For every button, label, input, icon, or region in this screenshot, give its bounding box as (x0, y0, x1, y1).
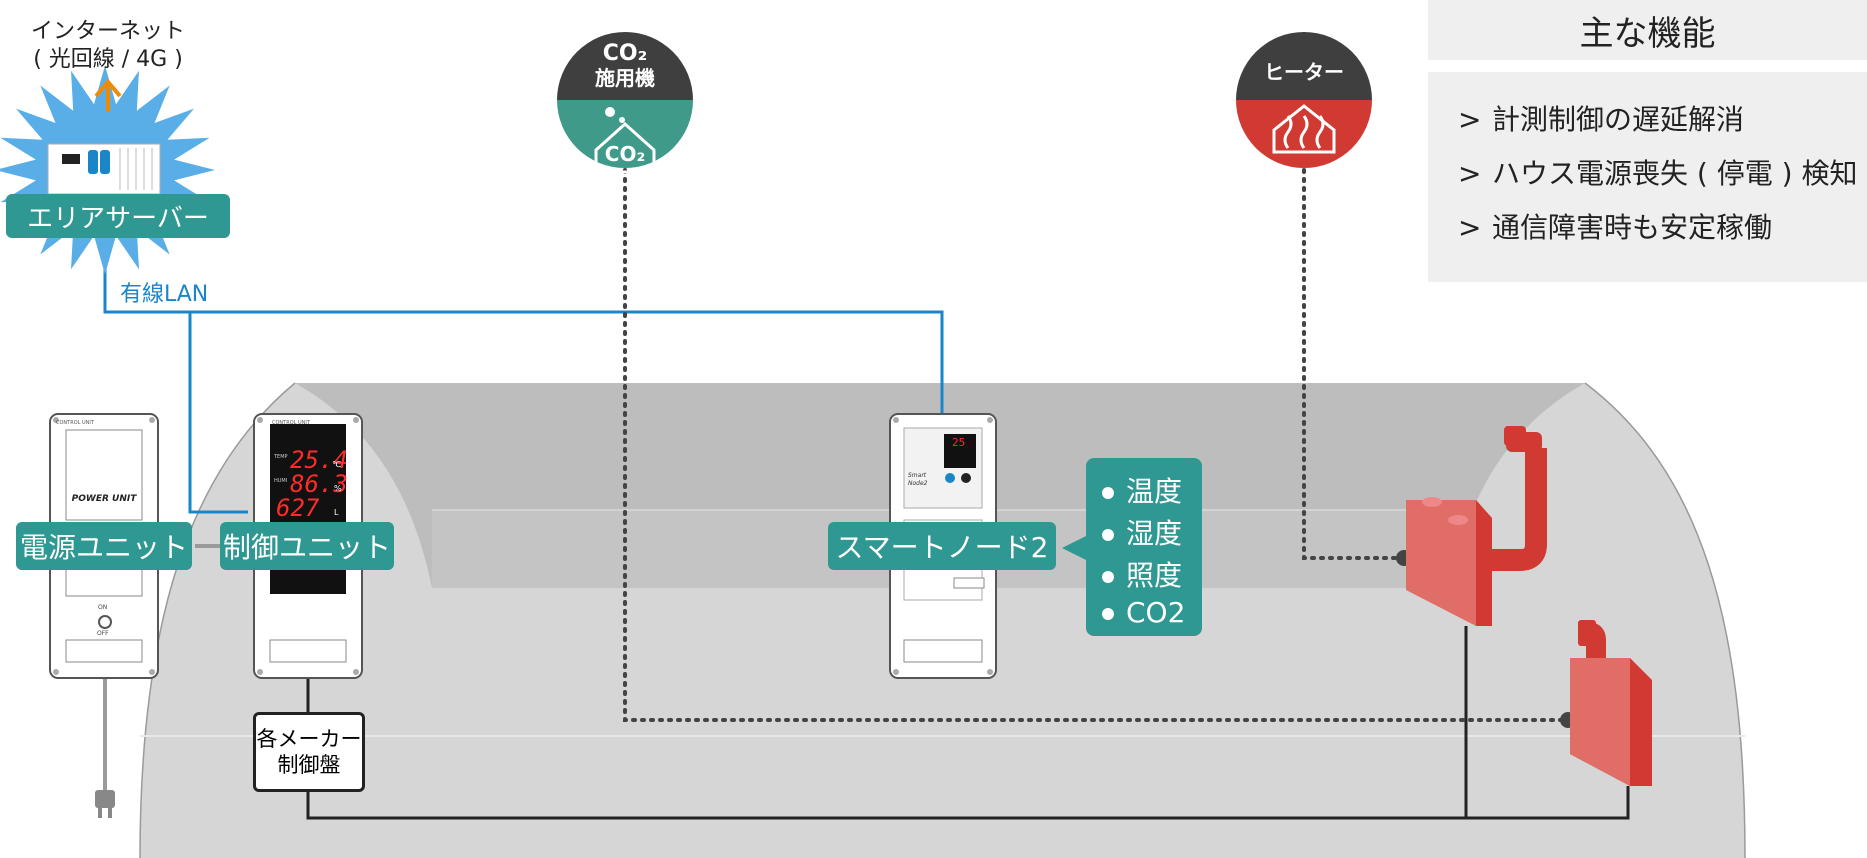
bullet-icon (1102, 608, 1114, 620)
control-temp-readout: 25.4 (290, 446, 348, 474)
control-co2-unit: L (334, 508, 339, 517)
smart-node-label: スマートノード2 (835, 531, 1049, 564)
feature-item: > 計測制御の遅延解消 (1458, 98, 1744, 138)
control-temp-label: TEMP (274, 454, 288, 460)
maker-panel-line1: 各メーカー (256, 727, 362, 751)
feature-text: ハウス電源喪失 ( 停電 ) 検知 (1492, 157, 1858, 190)
measurement-item: 湿度 (1102, 512, 1182, 552)
measurement-label: 湿度 (1126, 517, 1183, 550)
bullet-icon (1102, 571, 1114, 583)
internet-label-line1: インターネット (30, 19, 185, 44)
co2-badge-line1: CO₂ (602, 41, 648, 66)
power-unit-header: CONTROL UNIT (56, 420, 94, 426)
lan-wiring (103, 268, 944, 514)
heater-large (1406, 426, 1547, 626)
feature-text: 計測制御の遅延解消 (1492, 103, 1745, 136)
measurement-item: 温度 (1102, 470, 1182, 510)
control-wiring (306, 626, 1630, 820)
power-on-label: ON (98, 604, 108, 611)
measurement-item: CO2 (1102, 596, 1185, 629)
bullet-icon (1102, 487, 1114, 499)
co2-device-badge (557, 32, 693, 174)
chevron-right-icon: > (1458, 157, 1482, 190)
internet-label: インターネット ( 光回線 / 4G ) (28, 18, 188, 74)
power-unit-face-text: POWER UNIT (71, 494, 137, 504)
internet-arrow (94, 78, 122, 112)
measurement-label: CO2 (1126, 596, 1186, 629)
power-unit-tag: 電源ユニット (16, 522, 192, 570)
heater-small (1570, 620, 1652, 786)
chevron-right-icon: > (1458, 103, 1482, 136)
feature-item: > 通信障害時も安定稼働 (1458, 206, 1772, 246)
measurement-callout-pointer (1062, 536, 1086, 560)
heater-badge-title: ヒーター (1264, 60, 1344, 84)
control-humid-label: HUMI (274, 478, 288, 484)
dotted-links (623, 168, 1564, 722)
control-unit-header: CONTROL UNIT (272, 420, 310, 426)
co2-badge-line2: 施用機 (595, 66, 655, 90)
smart-node-readout: 25 (952, 436, 966, 449)
power-off-label: OFF (97, 630, 109, 637)
feature-item: > ハウス電源喪失 ( 停電 ) 検知 (1458, 152, 1857, 192)
feature-panel: > 計測制御の遅延解消 > ハウス電源喪失 ( 停電 ) 検知 > 通信障害時も安定稼… (1428, 72, 1867, 282)
co2-icon-text: CO₂ (604, 142, 646, 166)
co2-badge-title: CO₂ 施用機 (575, 41, 675, 91)
feature-panel-title: 主な機能 (1428, 0, 1867, 60)
control-humid-readout: 86.3 (290, 470, 348, 498)
control-temp-unit: ℃ (332, 460, 341, 469)
maker-panel-line2: 制御盤 (277, 753, 341, 777)
internet-label-line2: ( 光回線 / 4G ) (33, 47, 183, 72)
heater-badge (1236, 32, 1372, 168)
lan-label: 有線LAN (120, 282, 209, 307)
control-unit-label: 制御ユニット (222, 531, 391, 564)
area-server-tag: エリアサーバー (6, 194, 230, 238)
maker-control-panel: 各メーカー 制御盤 (253, 712, 365, 792)
measurement-label: 照度 (1126, 559, 1183, 592)
control-unit-tag: 制御ユニット (220, 522, 394, 570)
measurement-label: 温度 (1126, 475, 1183, 508)
measurement-list: 温度 湿度 照度 CO2 (1086, 458, 1202, 636)
smart-node-tag: スマートノード2 (828, 522, 1056, 570)
smart-node-brand: Smart Node2 (908, 472, 928, 487)
control-co2-readout: 627 (276, 494, 320, 522)
feature-text: 通信障害時も安定稼働 (1492, 211, 1773, 244)
power-unit-label: 電源ユニット (19, 531, 188, 564)
area-server-label: エリアサーバー (27, 203, 209, 234)
control-humid-unit: % (334, 484, 342, 493)
power-cable (95, 544, 220, 818)
bullet-icon (1102, 529, 1114, 541)
chevron-right-icon: > (1458, 211, 1482, 244)
measurement-item: 照度 (1102, 554, 1182, 594)
